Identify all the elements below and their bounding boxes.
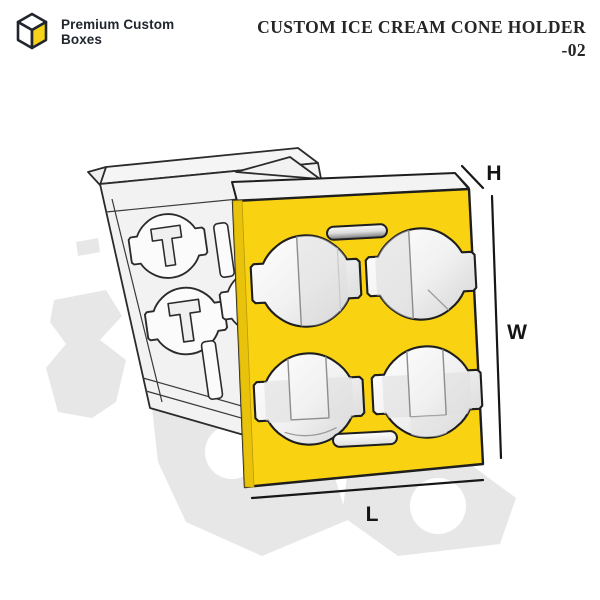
white-box-cutout-1 xyxy=(124,208,212,284)
cone-cutout-top-right xyxy=(363,224,479,324)
ghost-shadow-strip xyxy=(76,238,100,256)
logo: Premium Custom Boxes xyxy=(12,11,174,53)
ghost-shadow-right xyxy=(342,452,516,556)
dimensions xyxy=(250,164,503,500)
logo-box-icon xyxy=(16,12,48,50)
dimension-label-width: W xyxy=(507,321,527,344)
yellow-box xyxy=(231,172,485,489)
white-box-right-flap xyxy=(235,156,321,180)
logo-text-line1: Premium Custom xyxy=(61,16,175,32)
page-title: CUSTOM ICE CREAM CONE HOLDER -02 xyxy=(257,16,586,62)
dimension-line-width xyxy=(490,194,503,460)
yellow-box-corner-fold xyxy=(454,172,470,189)
logo-text-line2: Boxes xyxy=(61,32,103,47)
logo-text: Premium Custom Boxes xyxy=(61,17,174,47)
logo-box-yellow-face xyxy=(30,20,48,50)
page-title-line1: CUSTOM ICE CREAM CONE HOLDER xyxy=(257,17,586,37)
white-box-slot-1 xyxy=(213,222,235,278)
page-title-line2: -02 xyxy=(561,40,586,61)
white-box-slot-2 xyxy=(200,340,224,400)
handle-slot-top xyxy=(326,223,388,241)
cone-cutout-top-left xyxy=(248,231,364,331)
cone-cutout-bottom-left xyxy=(251,349,367,449)
handle-slot-bottom xyxy=(332,430,398,448)
ghost-shadow-left xyxy=(46,290,126,418)
white-box-left-flap xyxy=(87,166,107,186)
white-box-cutout-2 xyxy=(141,281,231,361)
dimension-label-length: L xyxy=(366,503,379,526)
cone-cutout-bottom-right xyxy=(369,342,485,442)
yellow-box-left-shade xyxy=(232,200,255,488)
dimension-label-height: H xyxy=(486,162,501,185)
dimension-line-length xyxy=(250,478,485,500)
dimension-line-height xyxy=(460,164,485,190)
